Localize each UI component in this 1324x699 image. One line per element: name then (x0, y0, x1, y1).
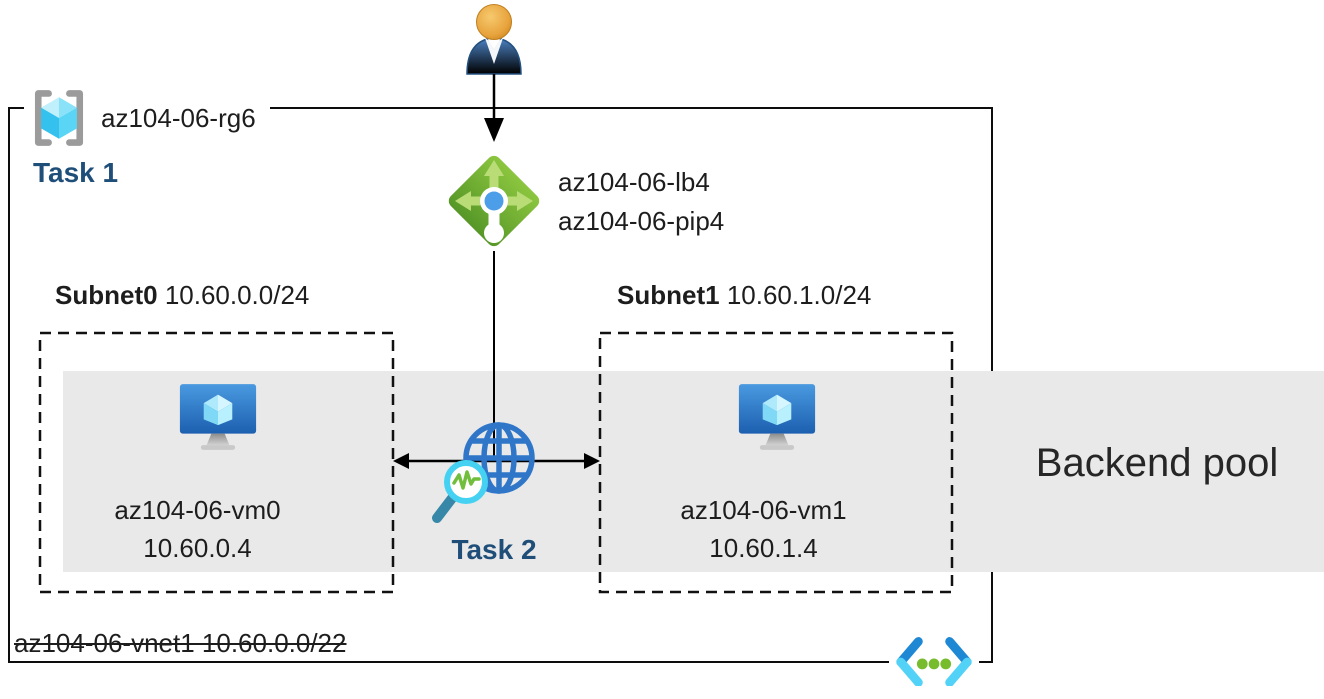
vm0-caption: az104-06-vm0 10.60.0.4 (40, 491, 355, 567)
resource-group-header: az104-06-rg6 (24, 86, 270, 150)
resource-group-name: az104-06-rg6 (101, 103, 256, 133)
backend-pool-label: Backend pool (1035, 441, 1279, 485)
subnet0-name: Subnet0 (55, 280, 158, 310)
load-balancer-labels: az104-06-lb4 az104-06-pip4 (558, 163, 724, 241)
task2-label: Task 2 (451, 534, 537, 565)
virtual-network-icon-wrap (889, 634, 979, 688)
vm1-name: az104-06-vm1 (680, 495, 847, 525)
lb-to-probe-connector (492, 251, 495, 462)
backend-pool-band (63, 371, 1324, 572)
virtual-network-icon (896, 637, 972, 686)
vnet-label: az104-06-vnet1 10.60.0.0/22 (14, 628, 347, 658)
vm0-name: az104-06-vm0 (114, 495, 281, 525)
globe-icon (463, 422, 535, 494)
load-balancer-name: az104-06-lb4 (558, 167, 710, 197)
subnet1-cidr: 10.60.1.0/24 (726, 280, 872, 310)
resource-group-icon (34, 90, 84, 146)
subnet1-name: Subnet1 (617, 280, 720, 310)
vm0-ip: 10.60.0.4 (143, 533, 252, 563)
subnet0-caption: Subnet0 10.60.0.0/24 (55, 280, 309, 310)
probe-magnifier-icon (432, 460, 488, 523)
subnet1-caption: Subnet1 10.60.1.0/24 (617, 280, 871, 310)
virtual-machine-icon (738, 384, 816, 450)
user-person-icon (466, 4, 522, 75)
public-ip-name: az104-06-pip4 (558, 206, 725, 236)
vm1-caption: az104-06-vm1 10.60.1.4 (600, 491, 927, 567)
subnet0-cidr: 10.60.0.0/24 (164, 280, 310, 310)
load-balancer-icon (448, 155, 540, 247)
vm1-ip: 10.60.1.4 (709, 533, 818, 563)
user-to-lb-arrow (484, 74, 504, 142)
virtual-machine-icon (179, 384, 257, 450)
task1-label: Task 1 (33, 157, 119, 188)
